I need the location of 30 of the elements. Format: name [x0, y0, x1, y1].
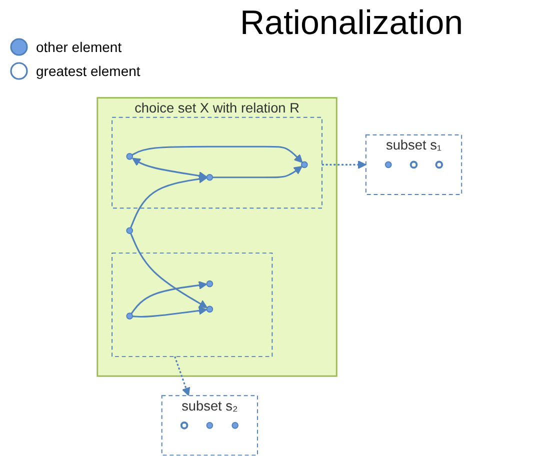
- arrow: [322, 160, 366, 169]
- arrow: [130, 233, 208, 308]
- node-circle: [206, 280, 214, 288]
- arrow: [132, 306, 208, 318]
- legend-text: greatest element: [36, 63, 140, 79]
- node-circle: [206, 174, 214, 181]
- arrow: [130, 174, 208, 228]
- legend-text: other element: [36, 39, 122, 55]
- arrow: [132, 146, 303, 163]
- node-circle: [126, 227, 134, 234]
- arrow: [212, 166, 302, 178]
- node-circle: [126, 312, 134, 320]
- title: Rationalization: [240, 4, 464, 43]
- cluster: [112, 116, 322, 209]
- node-circle: [435, 160, 444, 169]
- node-circle: [410, 160, 418, 169]
- cluster: subset s₁: [365, 134, 462, 195]
- node-circle: [206, 422, 214, 429]
- node-circle: [232, 422, 238, 429]
- cluster: choice set X with relation R: [96, 97, 338, 377]
- node-circle: [180, 422, 188, 430]
- node-circle: [384, 161, 392, 168]
- node-circle: [300, 161, 308, 168]
- node-circle: [206, 306, 214, 313]
- cluster: subset s₂: [161, 395, 258, 456]
- arrow: [174, 356, 190, 396]
- arrow: [130, 280, 208, 314]
- node-circle: [126, 152, 134, 160]
- arrow: [132, 158, 208, 180]
- cluster: [112, 252, 273, 358]
